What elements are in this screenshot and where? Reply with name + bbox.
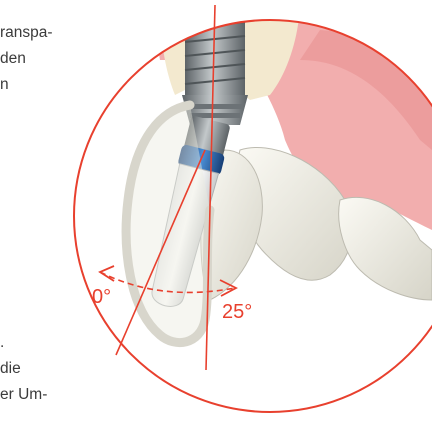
- angle-label-25: 25°: [222, 301, 252, 323]
- angle-arc-arrow-left: [100, 266, 114, 281]
